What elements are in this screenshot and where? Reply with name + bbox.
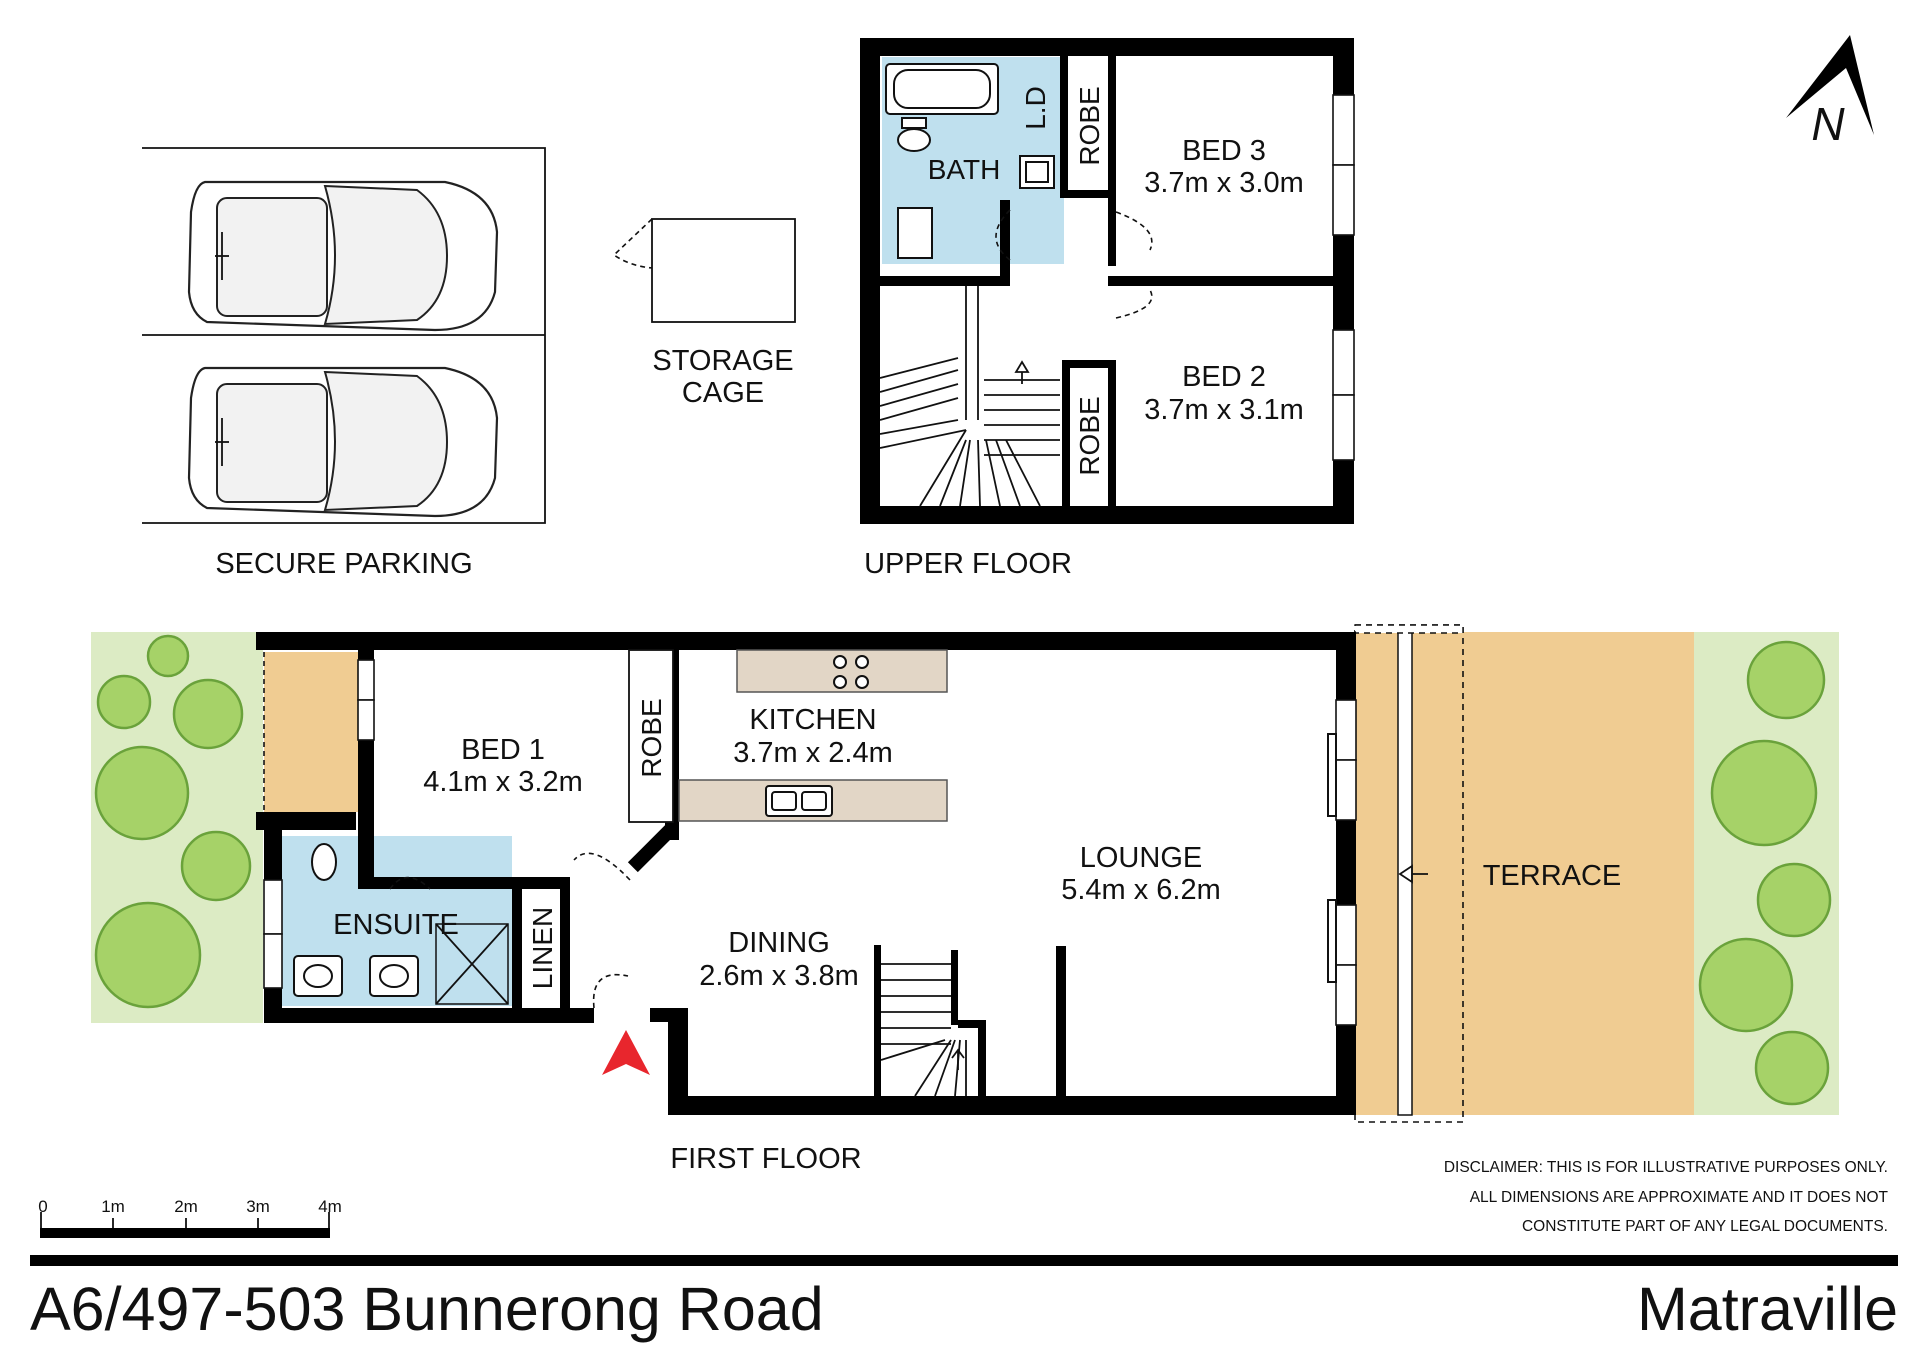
scale-tick-4: 4m	[318, 1197, 342, 1216]
lounge-name: LOUNGE	[1080, 842, 1202, 874]
ensuite-toilet-icon	[311, 843, 337, 881]
entry-arrow-icon	[602, 1030, 650, 1075]
first-floor-label: FIRST FLOOR	[670, 1143, 861, 1175]
dining-name: DINING	[728, 927, 830, 959]
scale-tick-3: 3m	[246, 1197, 270, 1216]
first-floor: ROBE BED 1 4.1m x 3.2m KITCHEN 3.7m x 2.…	[91, 624, 1839, 1175]
scale-tick-0: 0	[38, 1197, 47, 1216]
bed3-size: 3.7m x 3.0m	[1144, 167, 1304, 199]
tree-icon	[96, 674, 152, 730]
north-label: N	[1811, 98, 1845, 150]
footer-address: A6/497-503 Bunnerong Road	[30, 1275, 824, 1343]
disclaimer-line1: DISCLAIMER: THIS IS FOR ILLUSTRATIVE PUR…	[1444, 1159, 1888, 1176]
ensuite-label: ENSUITE	[333, 909, 459, 941]
footer-suburb: Matraville	[1637, 1275, 1898, 1343]
tree-icon	[180, 830, 252, 902]
terrace-label: TERRACE	[1483, 860, 1622, 892]
vanity-icon	[897, 207, 933, 259]
kitchen-name: KITCHEN	[749, 704, 876, 736]
storage-label-line2: CAGE	[682, 377, 764, 409]
tree-icon	[1754, 1030, 1830, 1106]
laundry-label: L.D	[1020, 86, 1051, 130]
tree-icon	[146, 634, 190, 678]
storage-label-line1: STORAGE	[652, 345, 793, 377]
bed2-size: 3.7m x 3.1m	[1144, 394, 1304, 426]
secure-parking-label: SECURE PARKING	[215, 548, 472, 580]
toilet-icon	[897, 128, 931, 152]
tree-icon	[172, 678, 244, 750]
bath-label: BATH	[928, 154, 1001, 185]
scale-tick-2: 2m	[174, 1197, 198, 1216]
kitchen-size: 3.7m x 2.4m	[733, 737, 893, 769]
lounge-size: 5.4m x 6.2m	[1061, 874, 1221, 906]
tree-icon	[1710, 739, 1818, 847]
scale-tick-1: 1m	[101, 1197, 125, 1216]
tree-icon	[1756, 862, 1832, 938]
bed1-name: BED 1	[461, 734, 545, 766]
tree-icon	[94, 901, 202, 1009]
tree-icon	[94, 745, 190, 841]
upper-floor-label: UPPER FLOOR	[864, 548, 1072, 580]
robe-upper-1-label: ROBE	[1074, 86, 1105, 165]
dining-size: 2.6m x 3.8m	[699, 960, 859, 992]
disclaimer-line3: CONSTITUTE PART OF ANY LEGAL DOCUMENTS.	[1522, 1218, 1888, 1235]
car-icon	[187, 366, 499, 518]
car-icon	[187, 180, 499, 332]
scale-bar: 0 1m 2m 3m 4m	[38, 1197, 342, 1238]
bed3-name: BED 3	[1182, 135, 1266, 167]
bed1-size: 4.1m x 3.2m	[423, 766, 583, 798]
robe-upper-2-label: ROBE	[1074, 396, 1105, 475]
garden-trees	[94, 634, 1832, 1106]
disclaimer: DISCLAIMER: THIS IS FOR ILLUSTRATIVE PUR…	[1444, 1159, 1889, 1235]
footer-rule	[30, 1255, 1898, 1266]
bed2-name: BED 2	[1182, 361, 1266, 393]
tree-icon	[1746, 640, 1826, 720]
linen-label: LINEN	[527, 907, 558, 989]
first-floor-stairs	[874, 945, 986, 1097]
tree-icon	[1698, 937, 1794, 1033]
secure-parking: SECURE PARKING	[142, 147, 546, 580]
upper-stairs	[879, 286, 1062, 507]
robe-first-label: ROBE	[636, 698, 667, 777]
north-arrow-icon: N	[1786, 35, 1874, 150]
disclaimer-line2: ALL DIMENSIONS ARE APPROXIMATE AND IT DO…	[1470, 1189, 1889, 1206]
shower-icon	[435, 923, 509, 1005]
upper-floor: BATH L.D ROBE ROBE BED 3 3.7m x 3.0m BED…	[860, 38, 1355, 580]
storage-cage: STORAGE CAGE	[612, 218, 796, 409]
